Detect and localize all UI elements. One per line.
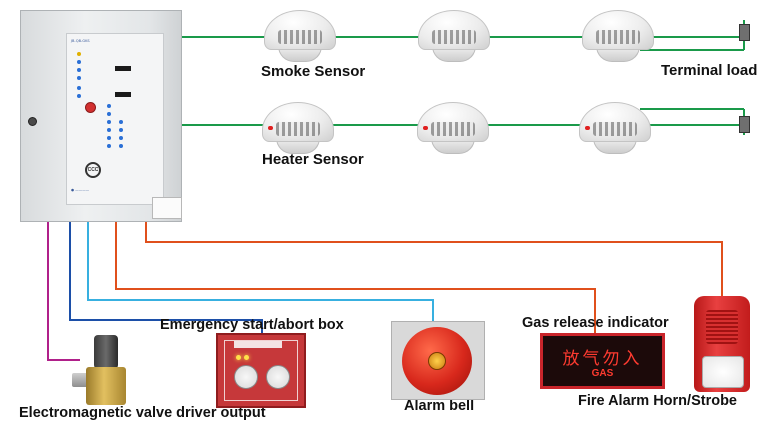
panel-lock-icon: [28, 117, 37, 126]
smoke-sensor-label: Smoke Sensor: [261, 63, 366, 80]
terminal-load-label: Terminal load: [661, 62, 758, 79]
start-button: [234, 365, 258, 389]
panel-front-face: JB-QB-GKS CCC ● ————: [66, 33, 164, 205]
fire-alarm-horn-strobe: [694, 296, 750, 392]
heat-sensor: [575, 102, 655, 157]
electromagnetic-valve: [70, 333, 136, 407]
horn-strobe-label: Fire Alarm Horn/Strobe: [578, 393, 737, 409]
terminal-load-resistor: [739, 116, 750, 133]
alarm-bell-label: Alarm bell: [404, 398, 475, 414]
smoke-sensor: [414, 10, 494, 65]
gas-indicator-wire: [115, 222, 596, 333]
status-led-icon: [244, 355, 249, 360]
valve-wire: [47, 222, 80, 361]
panel-emergency-button: [85, 102, 96, 113]
emergency-box-wire: [69, 222, 263, 333]
emergency-box-label: Emergency start/abort box: [160, 317, 344, 333]
smoke-sensor: [578, 10, 658, 65]
emergency-start-abort-box: [216, 333, 306, 408]
status-led-icon: [236, 355, 241, 360]
valve-driver-label: Electromagnetic valve driver output: [19, 405, 266, 421]
gas-indicator-en: GAS: [591, 368, 614, 379]
heater-sensor-label: Heater Sensor: [262, 151, 364, 168]
gas-indicator-text: 放气勿入: [562, 349, 643, 369]
horn-strobe-wire: [145, 222, 723, 296]
heat-sensor: [413, 102, 493, 157]
strobe-lens: [702, 356, 744, 388]
abort-button: [266, 365, 290, 389]
ccc-certification-logo: CCC: [85, 162, 101, 178]
alarm-bell: [391, 321, 485, 400]
terminal-load-resistor: [739, 24, 750, 41]
heat-sensor: [258, 102, 338, 157]
smoke-sensor: [260, 10, 340, 65]
gas-release-label: Gas release indicator: [522, 315, 669, 331]
gas-release-indicator: 放气勿入 GAS: [540, 333, 665, 389]
panel-label-sticker: [152, 197, 182, 219]
alarm-bell-wire: [87, 222, 434, 321]
fire-control-panel: JB-QB-GKS CCC ● ————: [20, 10, 182, 222]
